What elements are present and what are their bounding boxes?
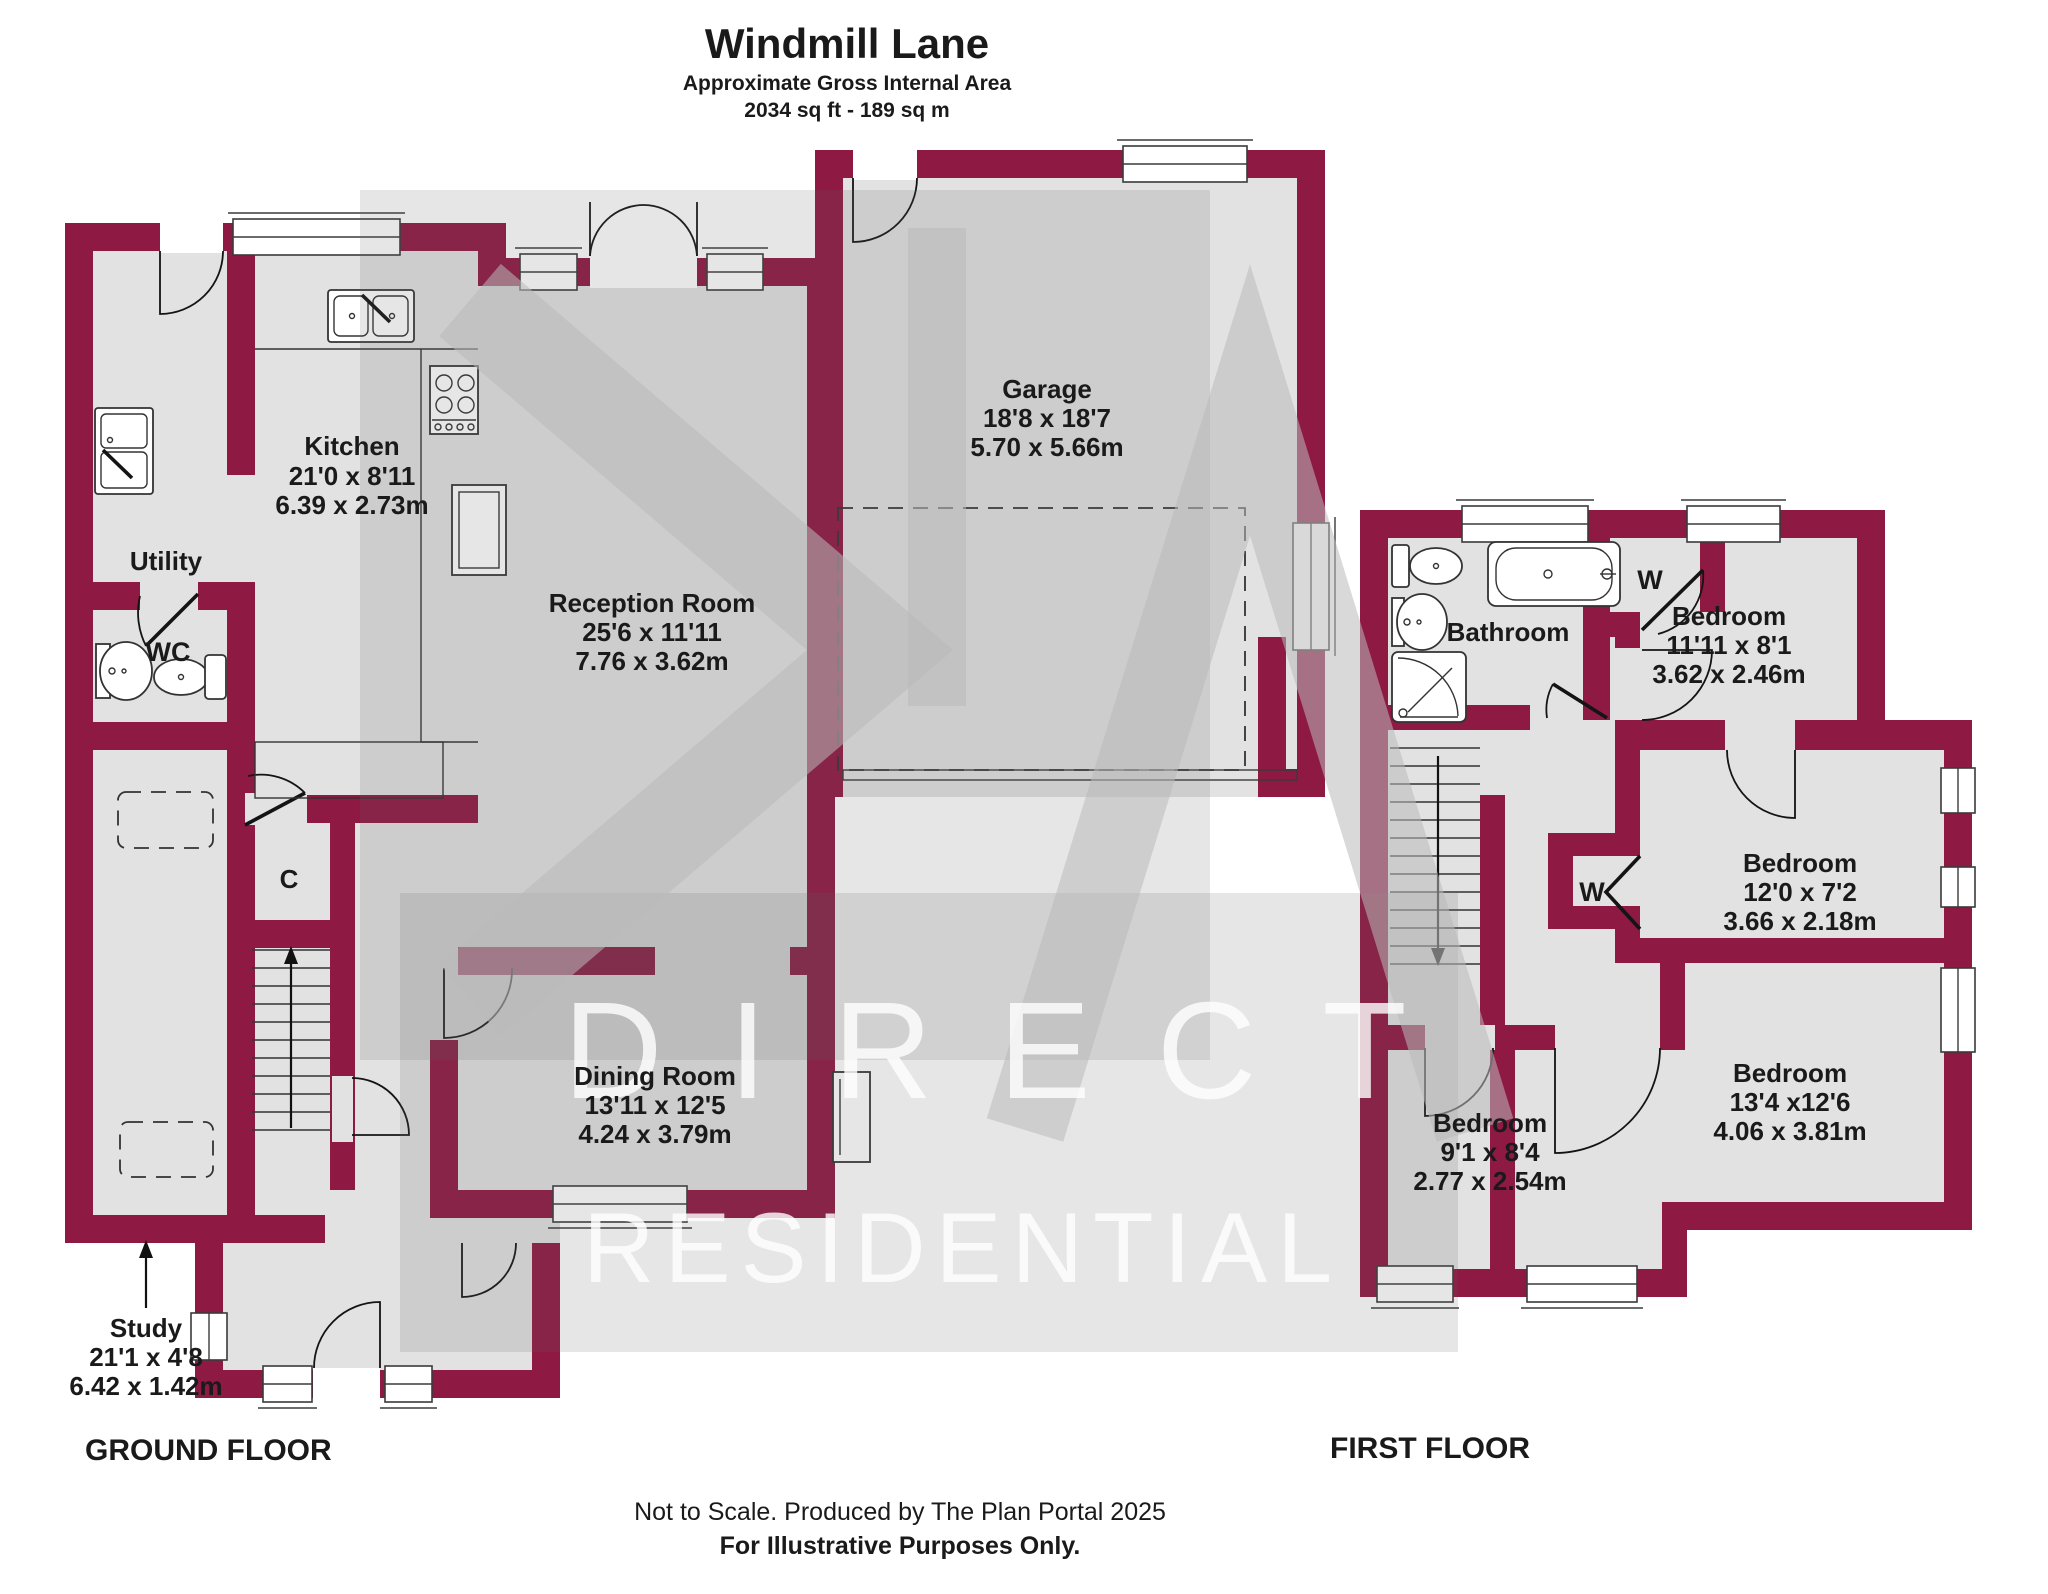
watermark-caret-icon — [986, 264, 1514, 1142]
window — [190, 1312, 228, 1361]
room-label-bedroom1-met: 3.62 x 2.46m — [1652, 659, 1805, 689]
bedroom2-door — [1726, 749, 1796, 819]
room-label-dining-imp: 13'11 x 12'5 — [584, 1090, 725, 1120]
room-label-garage-imp: 18'8 x 18'7 — [983, 403, 1111, 433]
garage-door-line — [842, 769, 1298, 781]
room-label-reception-imp: 25'6 x 11'11 — [582, 617, 722, 647]
room-label-bedroom1-name: Bedroom — [1672, 601, 1786, 631]
watermark-bar-icon — [908, 228, 966, 706]
window — [1371, 1265, 1459, 1309]
room-label-cupboard: C — [280, 864, 299, 894]
room-label-wardrobe-top: W — [1637, 565, 1663, 595]
window — [380, 1365, 437, 1409]
bedroom1-door — [1641, 649, 1713, 721]
window — [1940, 767, 1976, 814]
first-floor-label: FIRST FLOOR — [1330, 1432, 1530, 1465]
page-area: 2034 sq ft - 189 sq m — [744, 99, 949, 122]
study-storage-dashed — [117, 791, 214, 849]
page-title: Windmill Lane — [705, 20, 989, 67]
watermark-text-1: DIRECT — [563, 974, 1473, 1128]
room-label-garage-met: 5.70 x 5.66m — [970, 432, 1123, 462]
window — [228, 212, 405, 256]
watermark-chevron-icon — [439, 263, 954, 1037]
footer-line1: Not to Scale. Produced by The Plan Porta… — [634, 1498, 1166, 1526]
wardrobe-top-door — [1640, 568, 1705, 635]
room-label-bedroom4-name: Bedroom — [1433, 1108, 1547, 1138]
window — [702, 247, 768, 291]
bedroom3-door — [1554, 1047, 1661, 1154]
hall-entrance-door — [159, 250, 224, 315]
room-label-study-met: 6.42 x 1.42m — [69, 1371, 222, 1401]
fireplace-icon — [832, 1071, 871, 1163]
watermark-text-2: RESIDENTIAL — [583, 1192, 1342, 1303]
room-label-study-imp: 21'1 x 4'8 — [89, 1342, 203, 1372]
room-label-bedroom3-name: Bedroom — [1733, 1058, 1847, 1088]
front-door — [313, 1301, 381, 1369]
window — [515, 247, 582, 291]
window — [1521, 1265, 1643, 1309]
room-label-bedroom3-imp: 13'4 x12'6 — [1730, 1087, 1851, 1117]
labels: Windmill Lane Approximate Gross Internal… — [69, 20, 1876, 1560]
window — [1456, 499, 1594, 543]
bathroom-basin-icon — [1391, 593, 1448, 651]
shower-icon — [1391, 651, 1467, 723]
garage-side-door — [852, 177, 918, 243]
toilet-icon — [1391, 544, 1463, 588]
wc-basin-icon — [95, 641, 153, 701]
room-label-wc: WC — [146, 637, 191, 667]
wardrobe-mid-doors — [1603, 854, 1642, 931]
kitchen-counter-bottom — [254, 741, 444, 799]
reception-double-doors — [589, 202, 698, 257]
room-label-kitchen-name: Kitchen — [304, 431, 399, 461]
room-label-dining-met: 4.24 x 3.79m — [578, 1119, 731, 1149]
kitchen-sink-icon — [327, 289, 415, 343]
window — [258, 1365, 317, 1409]
room-label-wardrobe-mid: W — [1579, 877, 1605, 907]
room-label-bedroom1-imp: 11'11 x 8'1 — [1666, 630, 1791, 660]
room-label-bedroom4-met: 2.77 x 2.54m — [1413, 1166, 1566, 1196]
room-label-dining-name: Dining Room — [574, 1061, 736, 1091]
study-pointer-arrow — [139, 1240, 153, 1308]
page-subtitle: Approximate Gross Internal Area — [683, 72, 1012, 95]
study-storage-dashed — [119, 1121, 214, 1178]
wc-door — [137, 592, 200, 648]
utility-sink-icon — [94, 407, 154, 495]
bathtub-icon — [1487, 541, 1621, 607]
room-label-bedroom4-imp: 9'1 x 8'4 — [1440, 1137, 1540, 1167]
window — [1940, 866, 1976, 908]
room-label-reception-met: 7.76 x 3.62m — [575, 646, 728, 676]
ground-floor-label: GROUND FLOOR — [85, 1434, 332, 1467]
window — [1681, 499, 1786, 543]
room-label-bedroom3-met: 4.06 x 3.81m — [1713, 1116, 1866, 1146]
hall-side-door — [351, 1077, 410, 1136]
door-openings — [140, 148, 1795, 1400]
watermark: DIRECT RESIDENTIAL — [360, 190, 1514, 1352]
fireplace-icon — [451, 484, 507, 576]
window — [1117, 139, 1253, 183]
stairs-ground — [252, 946, 330, 1131]
room-label-bedroom2-name: Bedroom — [1743, 848, 1857, 878]
room-label-bedroom2-met: 3.66 x 2.18m — [1723, 906, 1876, 936]
footer-line2: For Illustrative Purposes Only. — [720, 1532, 1081, 1560]
hob-icon — [429, 365, 479, 435]
window — [1940, 967, 1976, 1053]
wc-toilet-icon — [153, 654, 227, 700]
room-label-bathroom: Bathroom — [1447, 617, 1570, 647]
room-label-reception-name: Reception Room — [549, 588, 756, 618]
room-label-utility: Utility — [130, 546, 203, 576]
windows — [190, 139, 1976, 1409]
hall-porch-door — [461, 1242, 517, 1298]
room-label-study-name: Study — [110, 1313, 183, 1343]
fixtures — [94, 289, 1621, 1178]
room-label-garage-name: Garage — [1002, 374, 1092, 404]
room-label-kitchen-met: 6.39 x 2.73m — [275, 490, 428, 520]
bathroom-door — [1545, 682, 1608, 720]
window — [548, 1185, 692, 1229]
room-label-kitchen-imp: 21'0 x 8'11 — [289, 461, 416, 491]
room-label-bedroom2-imp: 12'0 x 7'2 — [1743, 877, 1857, 907]
